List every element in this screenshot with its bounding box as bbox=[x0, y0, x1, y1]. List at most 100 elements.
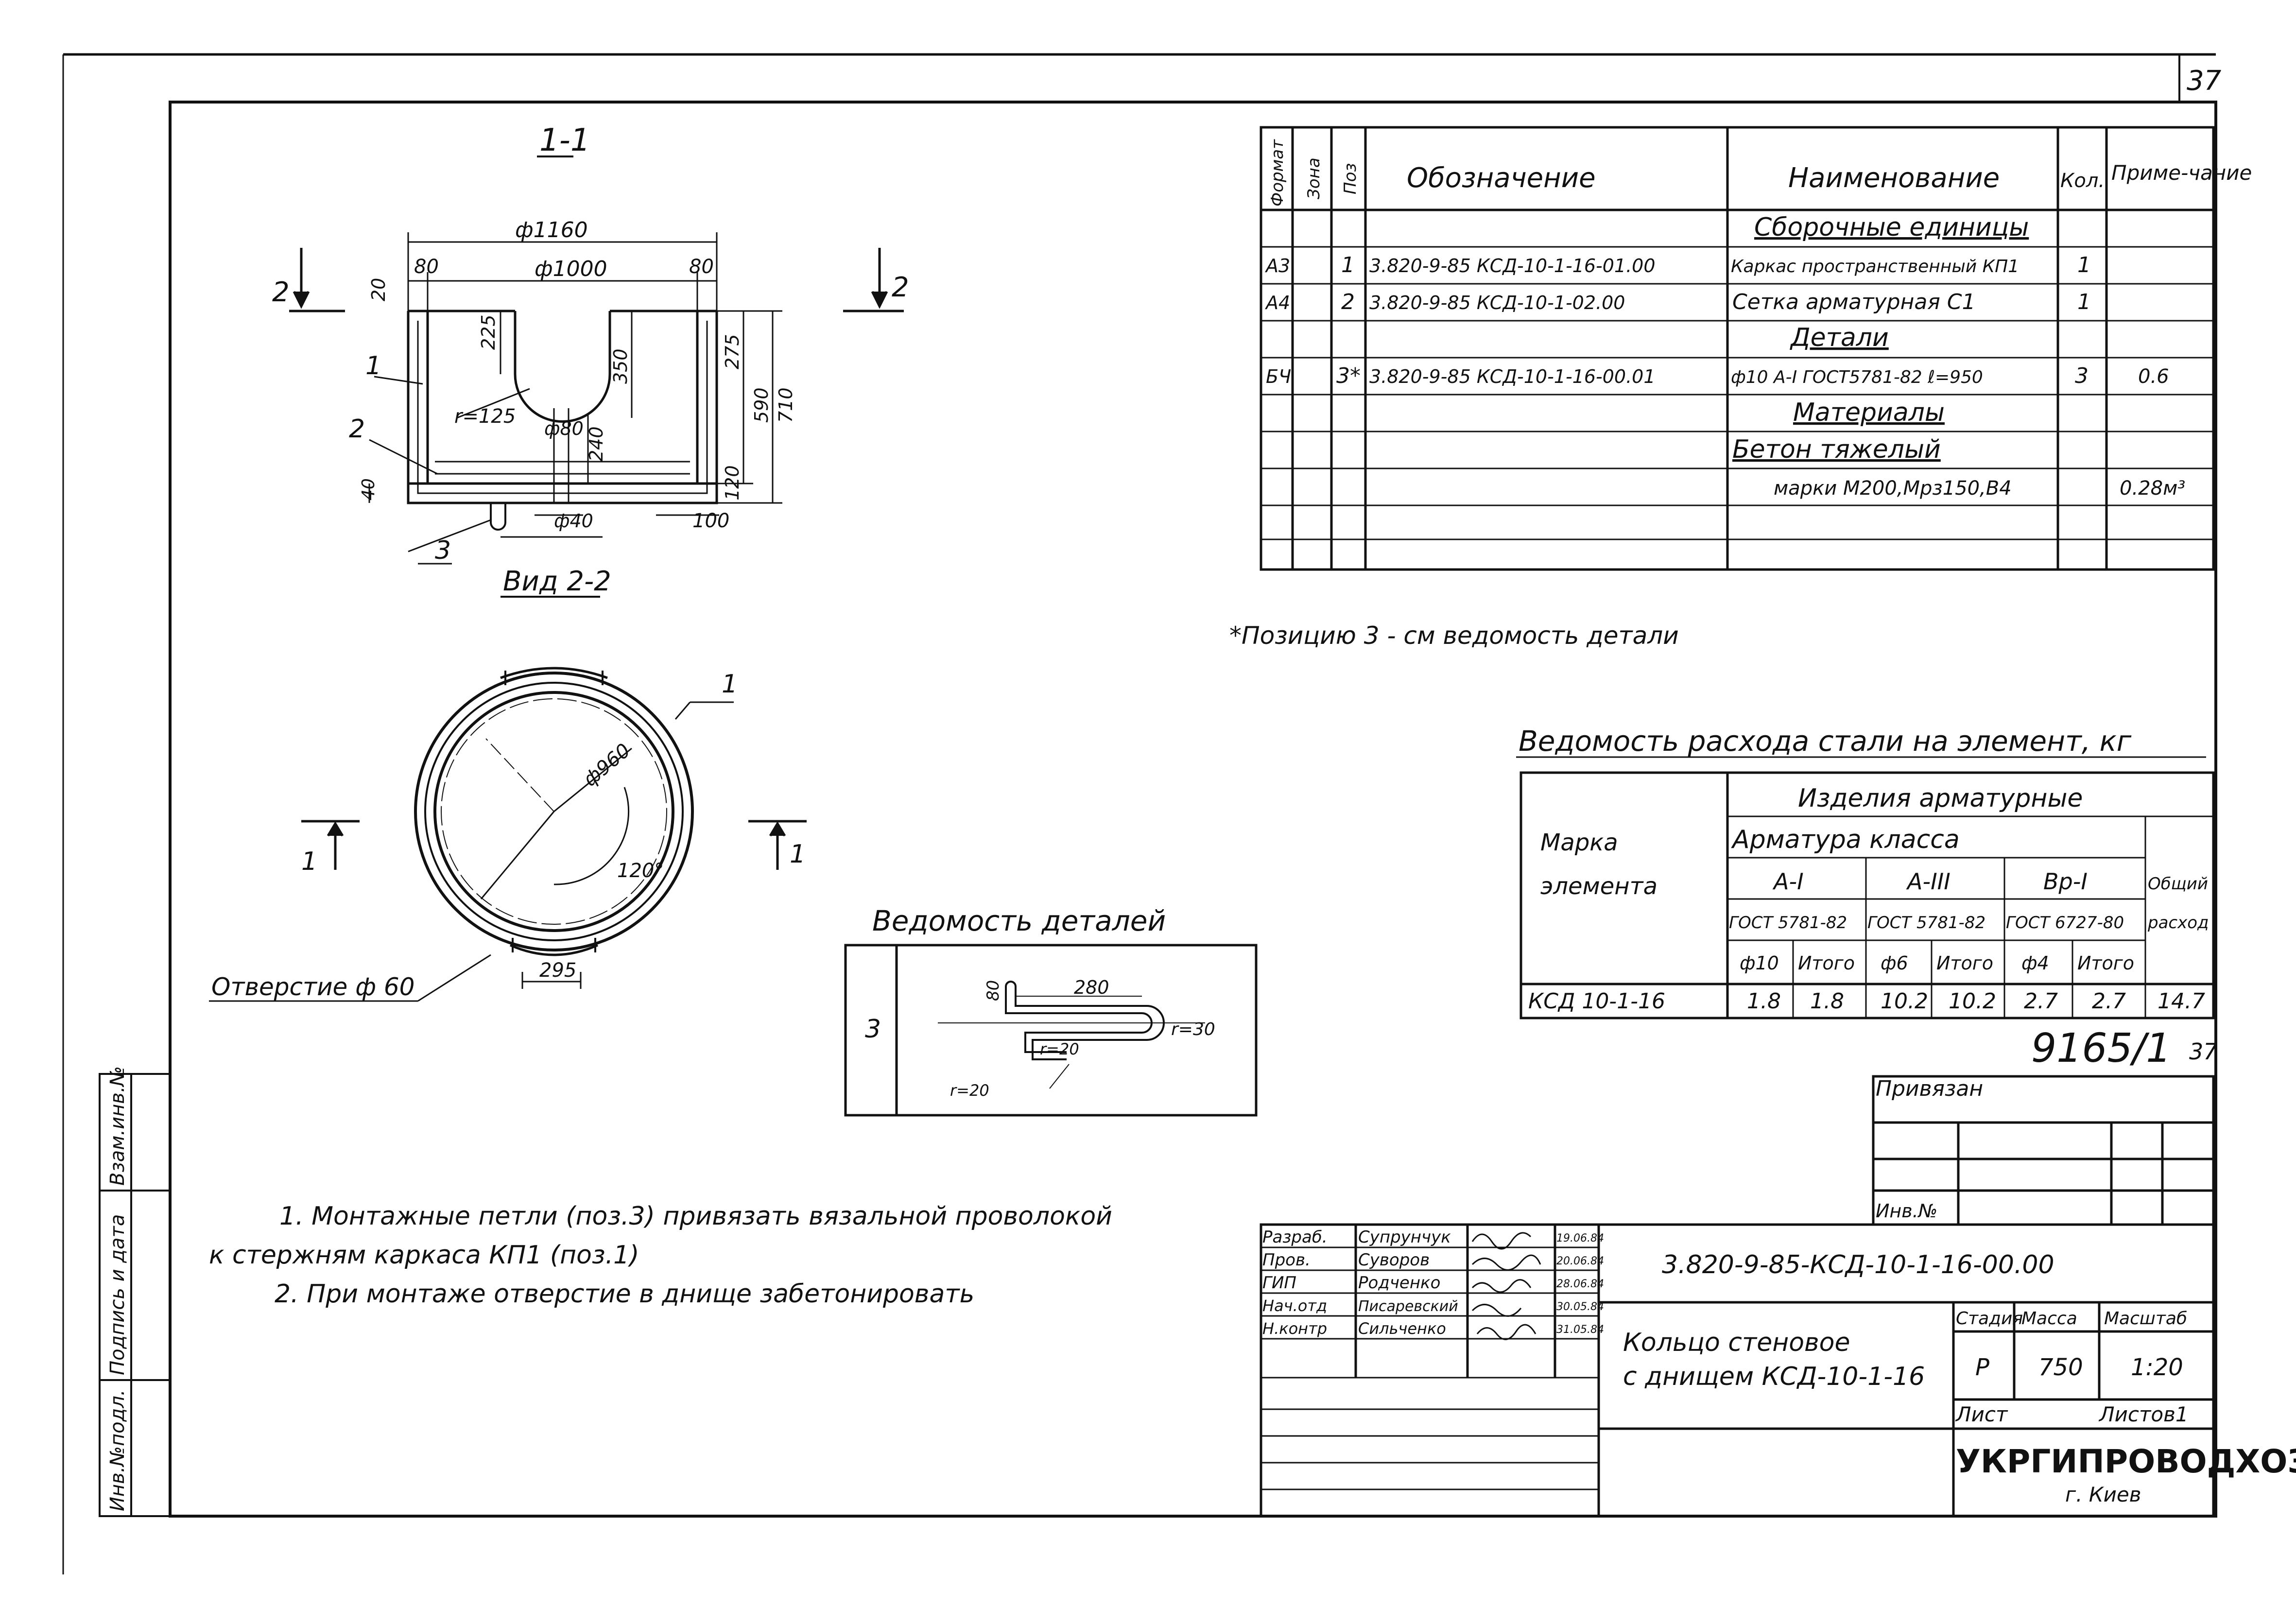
stage-header: Стадия bbox=[1956, 1309, 2023, 1329]
detail-pos: 3 bbox=[865, 1015, 881, 1044]
dim-plan-chord: 295 bbox=[539, 959, 576, 982]
detail-r20-b: r=20 bbox=[950, 1081, 989, 1100]
callout-3: 3 bbox=[435, 536, 451, 565]
role-5: Н.контр bbox=[1262, 1319, 1327, 1338]
spec-r2-qty: 1 bbox=[2077, 290, 2091, 314]
dim-notch-h: 350 bbox=[610, 348, 631, 384]
spec-h-name: Наименование bbox=[1788, 162, 2000, 194]
binding-label: Привязан bbox=[1876, 1076, 1983, 1101]
steel-sub-3: ф6 bbox=[1881, 952, 1908, 974]
spec-r2-pos: 2 bbox=[1341, 290, 1355, 314]
mass-header: Масса bbox=[2021, 1309, 2077, 1329]
spec-r1-pos: 1 bbox=[1341, 253, 1355, 277]
plan-cut-markers bbox=[301, 820, 807, 870]
organization: УКРГИПРОВОДХОЗ bbox=[1956, 1443, 2296, 1480]
role-1-date: 19.06.84 bbox=[1556, 1232, 1604, 1244]
binding-block bbox=[1872, 1075, 2215, 1226]
steel-title: Ведомость расхода стали на элемент, кг bbox=[1519, 725, 2132, 758]
spec-r7-note: 0.28м³ bbox=[2120, 477, 2185, 500]
scale-value: 1:20 bbox=[2131, 1354, 2183, 1381]
role-4: Нач.отд bbox=[1262, 1296, 1327, 1315]
spec-h-format: Формат bbox=[1268, 139, 1287, 207]
spec-r0-name: Сборочные единицы bbox=[1754, 213, 2029, 242]
steel-cls-2: А-III bbox=[1906, 868, 1951, 895]
note-1b: к стержням каркаса КП1 (поз.1) bbox=[209, 1241, 639, 1270]
steel-row-v5: 2.7 bbox=[2024, 989, 2058, 1014]
dim-base: 40 bbox=[359, 478, 379, 501]
dim-plan-angle: 120° bbox=[617, 860, 664, 882]
section-leaders bbox=[369, 376, 603, 553]
title-block-grid bbox=[1260, 1223, 2215, 1518]
spec-footnote: *Позицию 3 - см ведомость детали bbox=[1229, 622, 1679, 650]
spec-r4-pos: 3* bbox=[1336, 363, 1361, 388]
spec-r7-name: марки М200,Мрз150,В4 bbox=[1774, 477, 2012, 500]
dim-hole: ф80 bbox=[544, 418, 584, 439]
section-mark-right: 2 bbox=[892, 272, 909, 303]
detail-r30: r=30 bbox=[1171, 1019, 1215, 1039]
steel-cls-3: Вр-I bbox=[2043, 868, 2088, 895]
role-4-date: 30.05.84 bbox=[1556, 1301, 1604, 1313]
details-table bbox=[844, 944, 1258, 1117]
spec-r2-format: А4 bbox=[1264, 292, 1290, 313]
dim-h2: 590 bbox=[751, 387, 772, 423]
section-cut-markers bbox=[289, 248, 904, 312]
spec-r2-code: 3.820-9-85 КСД-10-1-02.00 bbox=[1369, 292, 1625, 313]
role-3-name: Родченко bbox=[1358, 1273, 1440, 1293]
role-3: ГИП bbox=[1262, 1273, 1296, 1293]
role-2-name: Суворов bbox=[1358, 1250, 1430, 1270]
dim-hole-small: ф40 bbox=[554, 510, 593, 532]
steel-sub-1: ф10 bbox=[1740, 952, 1779, 974]
scale-header: Масштаб bbox=[2104, 1309, 2187, 1329]
page-number: 37 bbox=[2187, 65, 2222, 97]
spec-h-zone: Зона bbox=[1304, 157, 1324, 199]
role-1: Разраб. bbox=[1262, 1227, 1328, 1247]
steel-gost-2: ГОСТ 5781-82 bbox=[1867, 913, 1985, 933]
mass-value: 750 bbox=[2038, 1354, 2083, 1381]
steel-total-h2: расход bbox=[2147, 913, 2209, 933]
steel-row-v1: 1.8 bbox=[1747, 989, 1781, 1014]
note-2: 2. При монтаже отверстие в днище забетон… bbox=[275, 1279, 974, 1309]
dim-w-left: 80 bbox=[414, 256, 439, 278]
plan-view-drawing bbox=[414, 667, 734, 989]
steel-gost-1: ГОСТ 5781-82 bbox=[1729, 913, 1847, 933]
spec-r6-name: Бетон тяжелый bbox=[1732, 435, 1941, 464]
inv-label: Инв.№ bbox=[1876, 1200, 1937, 1222]
role-2: Пров. bbox=[1262, 1250, 1311, 1270]
details-title: Ведомость деталей bbox=[872, 904, 1166, 937]
spec-r3-name: Детали bbox=[1790, 323, 1889, 352]
steel-row-total: 14.7 bbox=[2158, 989, 2205, 1014]
detail-r20-a: r=20 bbox=[1040, 1040, 1079, 1058]
steel-sub-2: Итого bbox=[1798, 952, 1855, 974]
steel-sub-4: Итого bbox=[1936, 952, 1993, 974]
view-title: Вид 2-2 bbox=[503, 566, 611, 597]
section-mark-left: 2 bbox=[272, 276, 290, 308]
spec-r2-name: Сетка арматурная С1 bbox=[1732, 290, 1976, 314]
callout-2: 2 bbox=[349, 415, 365, 444]
archive-sheet: 37 bbox=[2189, 1038, 2218, 1065]
steel-h-products: Изделия арматурные bbox=[1798, 784, 2083, 813]
dim-h-total: 710 bbox=[775, 387, 796, 423]
dim-h1: 275 bbox=[722, 334, 743, 369]
dim-base-w: 100 bbox=[692, 510, 729, 532]
spec-r1-qty: 1 bbox=[2077, 253, 2091, 277]
dim-w-right: 80 bbox=[689, 256, 714, 278]
dim-notch-depth: 225 bbox=[478, 314, 499, 350]
detail-3-sketch bbox=[938, 981, 1205, 1089]
steel-row-mark: КСД 10-1-16 bbox=[1528, 989, 1665, 1014]
role-5-name: Сильченко bbox=[1358, 1319, 1446, 1338]
spec-r4-format: БЧ bbox=[1266, 366, 1291, 387]
section-title: 1-1 bbox=[539, 122, 590, 158]
steel-row-v6: 2.7 bbox=[2092, 989, 2126, 1014]
title-block-rows bbox=[1261, 1246, 1599, 1490]
city: г. Киев bbox=[2065, 1483, 2141, 1506]
sheets-label: Листов1 bbox=[2098, 1402, 2189, 1426]
role-4-name: Писаревский bbox=[1358, 1298, 1458, 1315]
side-stamp bbox=[99, 1073, 171, 1517]
spec-h-pos: Поз bbox=[1341, 163, 1360, 194]
dim-plan-diameter: ф960 bbox=[579, 739, 635, 791]
spec-table-rows bbox=[1261, 246, 2213, 540]
steel-row-v2: 1.8 bbox=[1810, 989, 1844, 1014]
document-code: 3.820-9-85-КСД-10-1-16-00.00 bbox=[1662, 1250, 2054, 1279]
spec-h-designation: Обозначение bbox=[1407, 162, 1596, 194]
